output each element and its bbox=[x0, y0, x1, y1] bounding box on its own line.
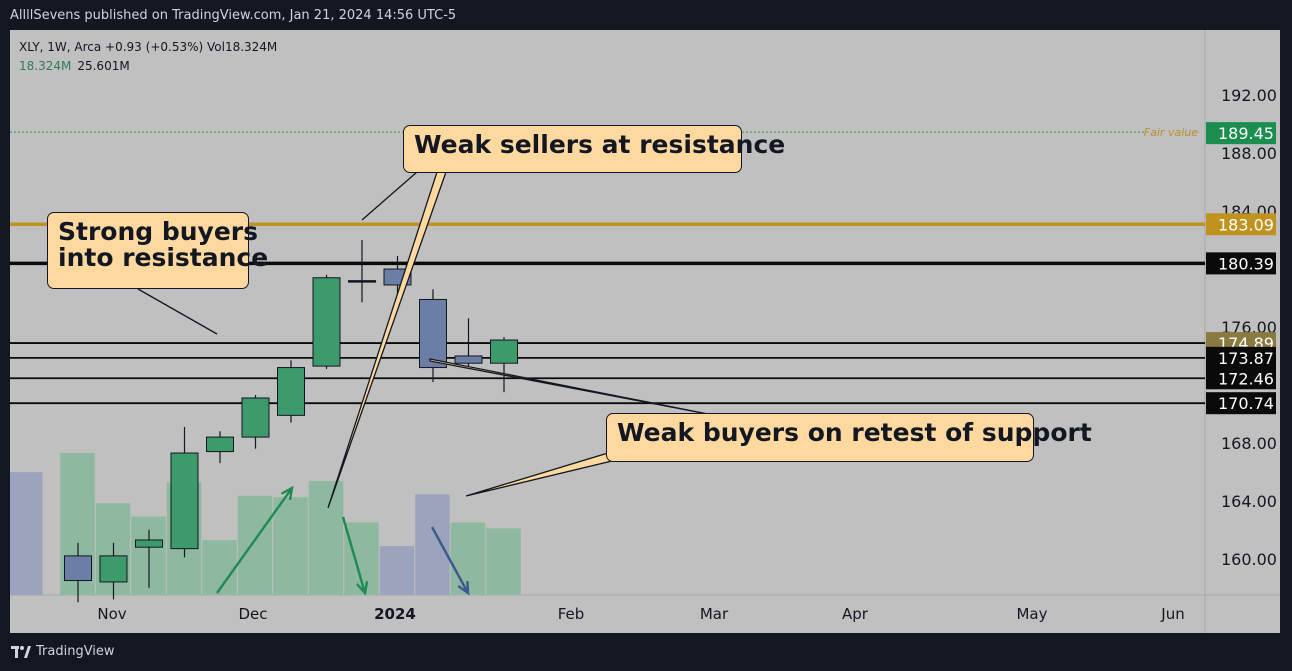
publisher-text: AllllSevens published on TradingView.com… bbox=[10, 8, 457, 23]
legend-symbol-line: XLY, 1W, Arca +0.93 (+0.53%) Vol18.324M bbox=[19, 40, 278, 54]
level-label: 172.46 bbox=[1218, 369, 1274, 388]
y-tick-label: 192.00 bbox=[1221, 86, 1277, 105]
trend-arrow-up bbox=[216, 487, 293, 594]
tradingview-brand: TradingView bbox=[36, 644, 115, 659]
price-chart[interactable]: 192.00188.00184.00176.00168.00164.00160.… bbox=[10, 30, 1280, 633]
legend-volume-value: 18.324M bbox=[19, 59, 72, 73]
y-tick-label: 160.00 bbox=[1221, 550, 1277, 569]
level-label-bg bbox=[1206, 346, 1276, 369]
legend-volume-ma: 25.601M bbox=[77, 59, 130, 73]
trend-arrow-down-2-head bbox=[457, 580, 470, 596]
level-label: 180.39 bbox=[1218, 254, 1274, 273]
candle-body bbox=[277, 367, 305, 416]
candle-body bbox=[419, 298, 447, 369]
trend-arrow-up-head bbox=[280, 485, 294, 501]
x-tick-label: Feb bbox=[558, 605, 585, 623]
trend-arrow-down-1 bbox=[341, 516, 367, 594]
footer-bar: TradingView bbox=[0, 634, 1292, 671]
candle-body bbox=[490, 339, 518, 364]
volume-bar bbox=[379, 546, 415, 595]
volume-bar bbox=[308, 481, 344, 595]
level-label-bg bbox=[1206, 392, 1276, 415]
level-label: 170.74 bbox=[1218, 394, 1274, 413]
volume-bar bbox=[202, 540, 237, 595]
x-tick-label: Nov bbox=[97, 605, 126, 623]
x-tick-label: Mar bbox=[700, 605, 729, 623]
tradingview-logo[interactable]: TradingView bbox=[11, 644, 115, 659]
volume-bar bbox=[10, 472, 43, 595]
callout-weak-sellers-pointer-1 bbox=[361, 171, 418, 221]
callout-weak-buyers[interactable]: Weak buyers on retest of support bbox=[606, 413, 1092, 462]
callout-strong-buyers[interactable]: Strong buyers into resistance bbox=[47, 212, 269, 289]
time-axis bbox=[10, 595, 1205, 633]
candle-body bbox=[454, 355, 483, 364]
fair-value-text: Fair value bbox=[1144, 126, 1198, 139]
publisher-bar: AllllSevens published on TradingView.com… bbox=[0, 0, 1292, 30]
y-tick-label: 168.00 bbox=[1221, 434, 1277, 453]
level-label: 183.09 bbox=[1218, 215, 1274, 234]
x-tick-label: May bbox=[1016, 605, 1047, 623]
level-label-bg bbox=[1206, 252, 1276, 275]
y-tick-label: 164.00 bbox=[1221, 492, 1277, 511]
level-label-bg bbox=[1206, 213, 1276, 236]
chart-legend: XLY, 1W, Arca +0.93 (+0.53%) Vol18.324M … bbox=[19, 38, 277, 76]
callout-strong-buyers-line2: into resistance bbox=[58, 243, 269, 272]
candle-body bbox=[312, 277, 341, 367]
x-tick-label: 2024 bbox=[374, 605, 416, 623]
candle-body bbox=[135, 539, 163, 548]
candle-body bbox=[241, 397, 270, 438]
callout-weak-buyers-pointer-1 bbox=[429, 358, 719, 417]
candle-body bbox=[99, 555, 128, 583]
level-label: 173.87 bbox=[1218, 349, 1274, 368]
candle-body bbox=[64, 555, 92, 582]
legend-volume-line: 18.324M 25.601M bbox=[19, 57, 277, 76]
callout-weak-sellers[interactable]: Weak sellers at resistance bbox=[403, 125, 786, 173]
callout-strong-buyers-pointer bbox=[137, 288, 218, 335]
fair-value-label: 189.45 bbox=[1218, 124, 1274, 143]
x-tick-label: Apr bbox=[842, 605, 869, 623]
trend-arrow-down-2 bbox=[430, 526, 470, 594]
volume-bar bbox=[237, 495, 273, 595]
volume-bar bbox=[486, 528, 521, 595]
fair-value-label-bg bbox=[1206, 122, 1276, 145]
candle-body bbox=[348, 280, 376, 283]
callout-weak-sellers-text: Weak sellers at resistance bbox=[414, 130, 786, 159]
x-tick-label: Jun bbox=[1160, 605, 1184, 623]
volume-bar bbox=[415, 494, 450, 595]
trend-arrow-down-1-head bbox=[356, 580, 369, 596]
candle-body bbox=[206, 436, 234, 453]
y-tick-label: 188.00 bbox=[1221, 144, 1277, 163]
candle-body bbox=[170, 452, 199, 550]
callout-weak-buyers-text: Weak buyers on retest of support bbox=[617, 418, 1092, 447]
level-label-bg bbox=[1206, 367, 1276, 390]
plot-area bbox=[10, 30, 1205, 595]
volume-bar bbox=[273, 497, 308, 595]
x-tick-label: Dec bbox=[238, 605, 267, 623]
tradingview-logo-icon bbox=[11, 645, 31, 658]
callout-strong-buyers-line1: Strong buyers bbox=[58, 217, 259, 246]
